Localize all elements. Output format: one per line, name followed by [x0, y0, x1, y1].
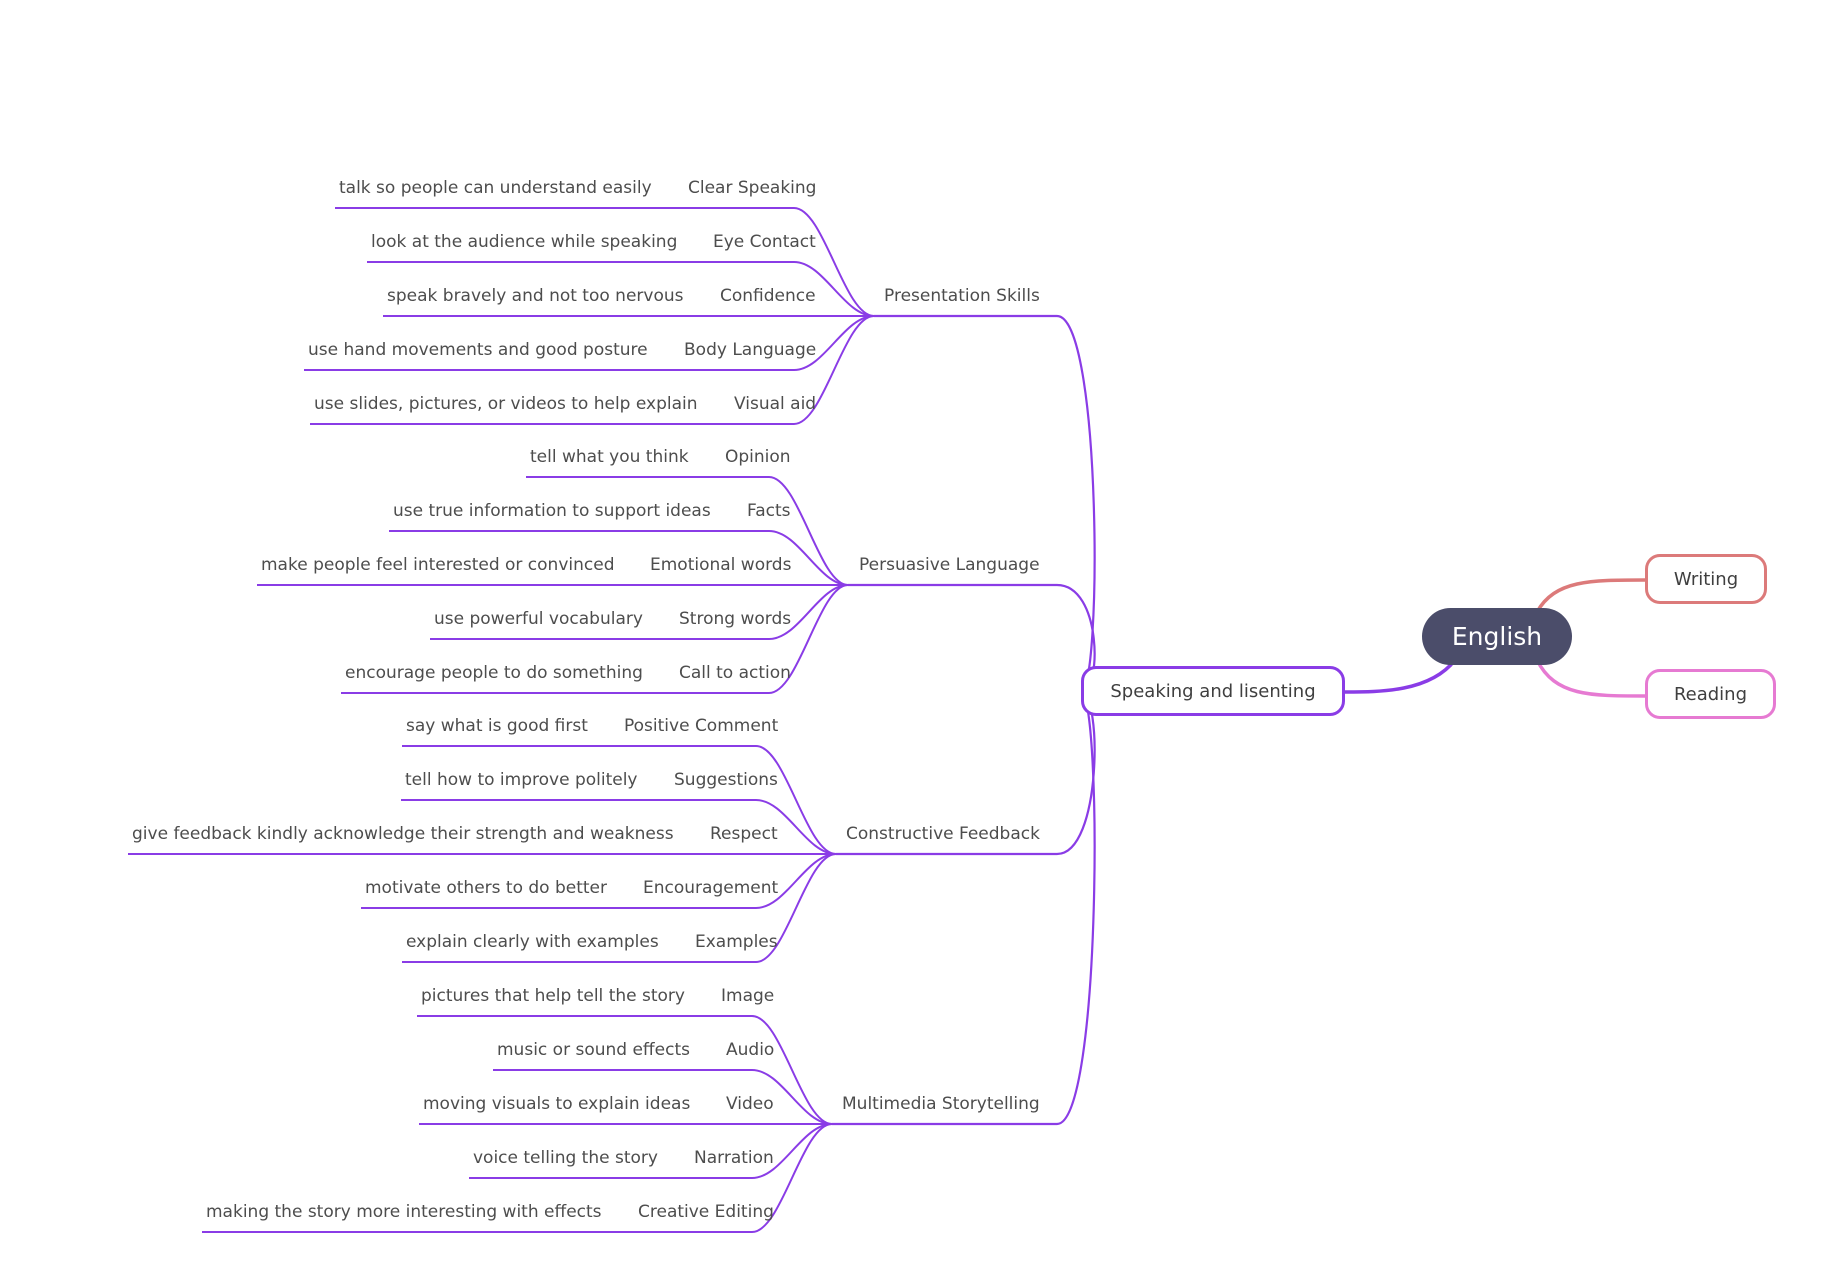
item-label[interactable]: Body Language	[684, 340, 817, 360]
item-detail[interactable]: encourage people to do something	[345, 663, 643, 683]
item-label[interactable]: Emotional words	[650, 555, 792, 575]
item-detail[interactable]: music or sound effects	[497, 1040, 690, 1060]
connector-topic-4-item-2	[751, 1069, 833, 1125]
item-label[interactable]: Creative Editing	[638, 1202, 774, 1222]
item-detail[interactable]: motivate others to do better	[365, 878, 608, 898]
connector-root-speaking	[1344, 658, 1457, 694]
connector-root-writing	[1535, 578, 1646, 613]
connector-topic-4-item-5	[751, 1123, 833, 1233]
item-label[interactable]: Video	[726, 1094, 774, 1114]
item-detail[interactable]: moving visuals to explain ideas	[423, 1094, 691, 1114]
item-detail[interactable]: speak bravely and not too nervous	[387, 286, 684, 306]
item-detail[interactable]: use hand movements and good posture	[308, 340, 648, 360]
item-detail[interactable]: make people feel interested or convinced	[261, 555, 615, 575]
connector-topic-2-item-2	[768, 530, 849, 586]
connector-topic-1-item-1	[793, 207, 875, 317]
item-label[interactable]: Narration	[694, 1148, 774, 1168]
topic-label-4[interactable]: Multimedia Storytelling	[842, 1094, 1040, 1114]
branch-node-reading[interactable]: Reading	[1645, 669, 1776, 719]
item-label[interactable]: Strong words	[679, 609, 792, 629]
item-label[interactable]: Eye Contact	[713, 232, 816, 252]
connector-topic-3-item-5	[755, 853, 837, 963]
item-detail[interactable]: use slides, pictures, or videos to help …	[314, 394, 698, 414]
connector-topic-2-item-1	[768, 476, 849, 586]
connector-speaking-topic-1	[1056, 314, 1096, 694]
connector-topic-3-item-1	[755, 745, 837, 855]
connector-topic-1-item-4	[793, 315, 875, 371]
root-node-english[interactable]: English	[1422, 608, 1572, 665]
item-detail[interactable]: use powerful vocabulary	[434, 609, 643, 629]
item-label[interactable]: Suggestions	[674, 770, 778, 790]
item-label[interactable]: Image	[721, 986, 775, 1006]
item-label[interactable]: Respect	[710, 824, 778, 844]
item-detail[interactable]: making the story more interesting with e…	[206, 1202, 602, 1222]
item-detail[interactable]: tell what you think	[530, 447, 689, 467]
connector-topic-2-item-4	[768, 584, 849, 640]
branch-node-writing[interactable]: Writing	[1645, 554, 1767, 604]
connector-topic-1-item-2	[793, 261, 875, 317]
connector-topic-1-item-5	[793, 315, 875, 425]
item-detail[interactable]: use true information to support ideas	[393, 501, 711, 521]
item-detail[interactable]: look at the audience while speaking	[371, 232, 678, 252]
item-detail[interactable]: talk so people can understand easily	[339, 178, 652, 198]
connector-topic-3-item-4	[755, 853, 837, 909]
connector-speaking-topic-4	[1056, 690, 1096, 1126]
item-label[interactable]: Audio	[726, 1040, 775, 1060]
item-label[interactable]: Clear Speaking	[688, 178, 817, 198]
item-detail[interactable]: give feedback kindly acknowledge their s…	[132, 824, 674, 844]
branch-node-speaking[interactable]: Speaking and lisenting	[1081, 666, 1345, 716]
item-detail[interactable]: say what is good first	[406, 716, 588, 736]
topic-label-2[interactable]: Persuasive Language	[859, 555, 1040, 575]
connector-root-reading	[1535, 659, 1646, 698]
topic-label-1[interactable]: Presentation Skills	[884, 286, 1040, 306]
item-detail[interactable]: voice telling the story	[473, 1148, 658, 1168]
item-label[interactable]: Confidence	[720, 286, 816, 306]
item-label[interactable]: Visual aid	[734, 394, 817, 414]
item-label[interactable]: Opinion	[725, 447, 791, 467]
connector-topic-4-item-1	[751, 1015, 833, 1125]
connector-topic-4-item-4	[751, 1123, 833, 1179]
item-label[interactable]: Examples	[695, 932, 778, 952]
item-detail[interactable]: tell how to improve politely	[405, 770, 638, 790]
connector-topic-3-item-2	[755, 799, 837, 855]
item-label[interactable]: Call to action	[679, 663, 791, 683]
connector-topic-2-item-5	[768, 584, 849, 694]
item-label[interactable]: Encouragement	[643, 878, 779, 898]
item-detail[interactable]: explain clearly with examples	[406, 932, 659, 952]
item-label[interactable]: Facts	[747, 501, 791, 521]
item-detail[interactable]: pictures that help tell the story	[421, 986, 685, 1006]
item-label[interactable]: Positive Comment	[624, 716, 779, 736]
topic-label-3[interactable]: Constructive Feedback	[846, 824, 1040, 844]
